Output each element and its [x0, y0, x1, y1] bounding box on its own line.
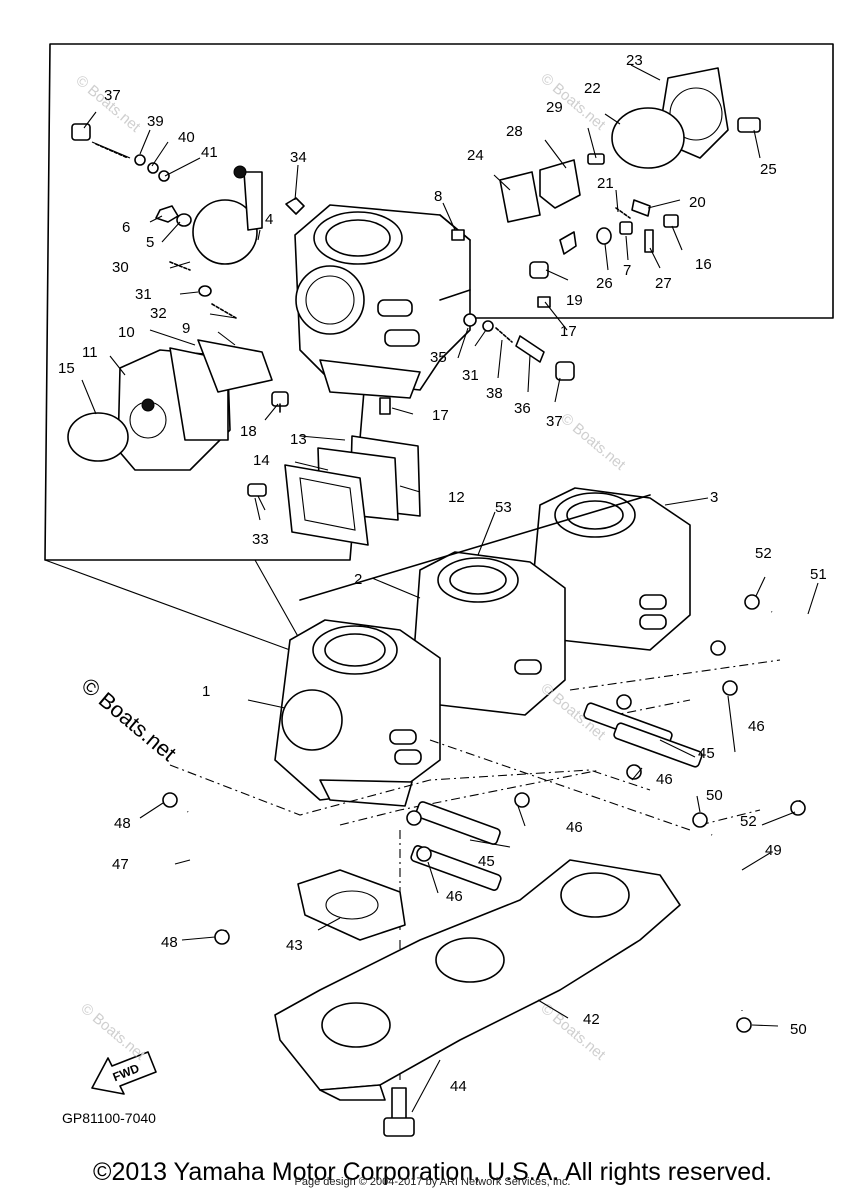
callout-46c: 46 [566, 819, 583, 836]
callout-36: 36 [514, 400, 531, 417]
callout-21: 21 [597, 175, 614, 192]
callout-28: 28 [506, 123, 523, 140]
callout-16: 16 [695, 256, 712, 273]
callout-26: 26 [596, 275, 613, 292]
callout-49: 49 [765, 842, 782, 859]
callout-32: 32 [150, 305, 167, 322]
assembly-dashed-lines [169, 659, 781, 1080]
callout-11: 11 [82, 344, 98, 361]
watermark-small: © Boats.net [77, 1000, 149, 1064]
callout-33: 33 [252, 531, 269, 548]
callout-17a: 17 [560, 323, 577, 340]
intake-gasket-43 [297, 869, 406, 941]
inset-gasket-set [247, 435, 421, 546]
callout-24: 24 [467, 147, 484, 164]
callout-30: 30 [112, 259, 129, 276]
callout-4: 4 [265, 211, 273, 228]
callout-45a: 45 [698, 745, 715, 762]
inset-carburetor-body [294, 204, 471, 399]
callout-45b: 45 [478, 853, 495, 870]
callout-31b: 31 [462, 367, 479, 384]
callout-41: 41 [201, 144, 218, 161]
callout-18: 18 [240, 423, 257, 440]
callout-44: 44 [450, 1078, 467, 1095]
inset-pump-assembly [67, 165, 273, 471]
callout-37a: 37 [104, 87, 121, 104]
intake-manifold-42 [274, 859, 681, 1101]
callout-39: 39 [147, 113, 164, 130]
callout-20: 20 [689, 194, 706, 211]
callout-22: 22 [584, 80, 601, 97]
callout-34: 34 [290, 149, 307, 166]
callout-46d: 46 [446, 888, 463, 905]
callout-13: 13 [290, 431, 307, 448]
callout-38: 38 [486, 385, 503, 402]
callout-42: 42 [583, 1011, 600, 1028]
callout-numbers: 1 2 3 4 5 6 7 8 9 10 11 12 13 14 15 16 1… [58, 52, 827, 1095]
copyright-notice: ©2013 Yamaha Motor Corporation, U.S.A. A… [93, 1158, 772, 1186]
callout-40: 40 [178, 129, 195, 146]
callout-15: 15 [58, 360, 75, 377]
callout-46a: 46 [748, 718, 765, 735]
callout-51: 51 [810, 566, 827, 583]
hoses-45 [410, 702, 703, 891]
callout-7: 7 [623, 262, 631, 279]
inset-choke-parts [499, 67, 729, 223]
callout-17b: 17 [432, 407, 449, 424]
callout-35: 35 [430, 349, 447, 366]
callout-10: 10 [118, 324, 135, 341]
callout-31a: 31 [135, 286, 152, 303]
callout-48a: 48 [114, 815, 131, 832]
callout-52b: 52 [740, 813, 757, 830]
callout-48b: 48 [161, 934, 178, 951]
callout-46b: 46 [656, 771, 673, 788]
callout-leaders [81, 64, 819, 1113]
callout-25: 25 [760, 161, 777, 178]
watermark-main: © Boats.net [77, 673, 181, 766]
diagram-code: GP81100-7040 [62, 1110, 156, 1126]
callout-52a: 52 [755, 545, 772, 562]
inset-leader-lines [44, 559, 301, 651]
callout-6: 6 [122, 219, 130, 236]
bolt-44 [383, 1087, 415, 1137]
callout-23: 23 [626, 52, 643, 69]
callout-53: 53 [495, 499, 512, 516]
callout-3: 3 [710, 489, 718, 506]
callout-1: 1 [202, 683, 210, 700]
callout-43: 43 [286, 937, 303, 954]
watermark-small: © Boats.net [537, 1000, 609, 1064]
callout-27: 27 [655, 275, 672, 292]
callout-14: 14 [253, 452, 270, 469]
callout-47: 47 [112, 856, 129, 873]
watermark-small: © Boats.net [557, 410, 629, 474]
callout-50a: 50 [706, 787, 723, 804]
callout-19: 19 [566, 292, 583, 309]
hose-clamps [162, 594, 806, 1033]
callout-50b: 50 [790, 1021, 807, 1038]
callout-29: 29 [546, 99, 563, 116]
fwd-arrow-icon: FWD [91, 1051, 157, 1095]
page-design-credit: Page design © 2004-2017 by ARI Network S… [294, 1176, 571, 1188]
callout-2: 2 [354, 571, 362, 588]
callout-37b: 37 [546, 413, 563, 430]
callout-8: 8 [434, 188, 442, 205]
inset-small-hardware [71, 117, 761, 415]
main-carburetor-bank [274, 487, 691, 807]
callout-5: 5 [146, 234, 154, 251]
long-hoses [184, 608, 804, 1011]
callout-12: 12 [448, 489, 465, 506]
callout-9: 9 [182, 320, 190, 337]
